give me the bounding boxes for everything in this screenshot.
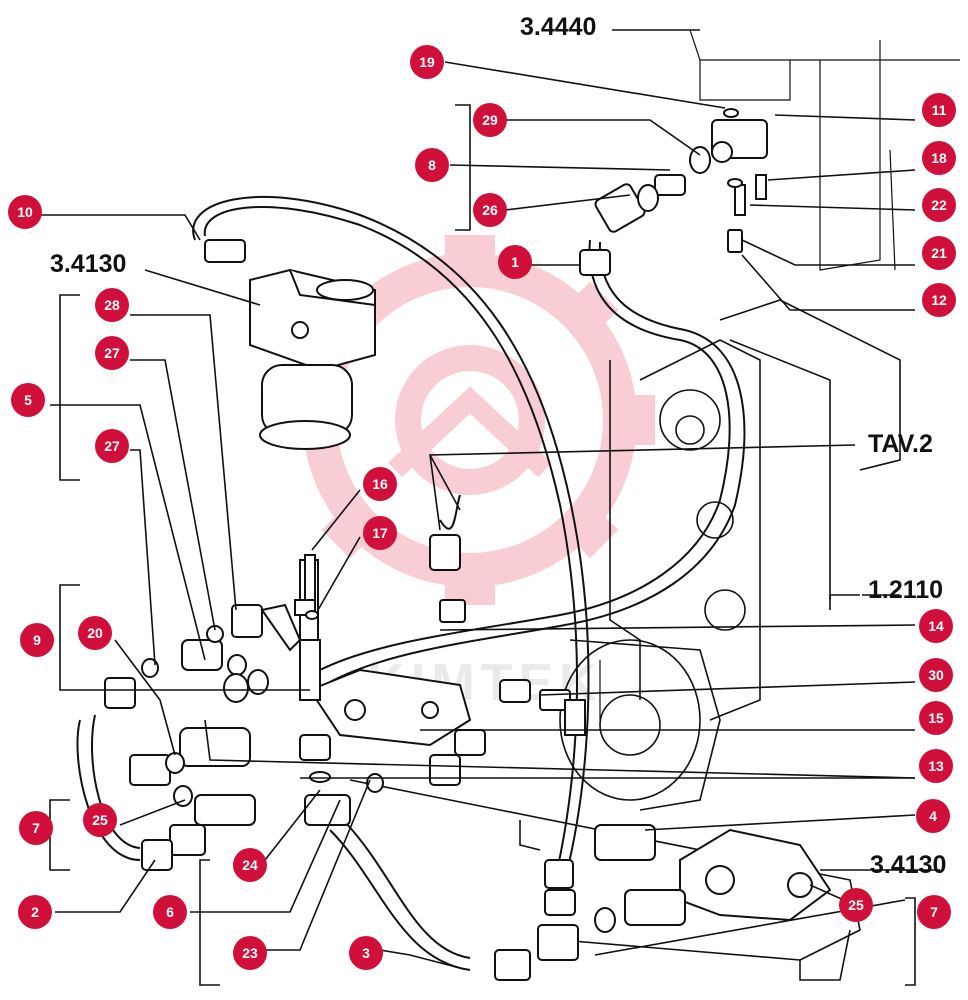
callout-6[interactable]: 6 <box>153 895 187 929</box>
callouts: 19 29 8 26 11 18 22 21 12 1 10 28 27 5 2… <box>8 45 956 970</box>
callout-8-label: 8 <box>428 157 436 173</box>
callout-4[interactable]: 4 <box>916 799 950 833</box>
callout-14-label: 14 <box>928 618 944 634</box>
callout-20[interactable]: 20 <box>78 616 112 650</box>
callout-27-upper[interactable]: 27 <box>95 336 129 370</box>
callout-23-label: 23 <box>242 945 258 961</box>
callout-6-label: 6 <box>166 904 174 920</box>
callout-5[interactable]: 5 <box>11 383 45 417</box>
callout-26-label: 26 <box>482 202 498 218</box>
callout-25-right[interactable]: 25 <box>839 888 873 922</box>
callout-1[interactable]: 1 <box>498 245 532 279</box>
callout-10[interactable]: 10 <box>8 195 42 229</box>
callout-8[interactable]: 8 <box>415 148 449 182</box>
callout-3[interactable]: 3 <box>349 936 383 970</box>
callout-27-lower[interactable]: 27 <box>95 429 129 463</box>
reference-labels: 3.4440 3.4130 TAV.2 1.2110 3.4130 <box>50 13 946 879</box>
callout-2-label: 2 <box>31 904 39 920</box>
callout-21-label: 21 <box>931 245 947 261</box>
callout-25-right-label: 25 <box>848 897 864 913</box>
callout-13[interactable]: 13 <box>919 749 953 783</box>
callout-16-label: 16 <box>372 476 388 492</box>
callout-21[interactable]: 21 <box>922 236 956 270</box>
callout-27-lower-label: 27 <box>104 438 120 454</box>
callout-20-label: 20 <box>87 625 103 641</box>
valve-block-lower <box>624 828 832 926</box>
callout-14[interactable]: 14 <box>919 609 953 643</box>
ref-3-4440: 3.4440 <box>520 13 596 41</box>
callout-13-label: 13 <box>928 758 944 774</box>
callout-18[interactable]: 18 <box>922 141 956 175</box>
callout-1-label: 1 <box>511 254 519 270</box>
callout-17-label: 17 <box>372 525 388 541</box>
callout-11-label: 11 <box>932 102 947 118</box>
callout-3-label: 3 <box>362 945 370 961</box>
filter-assembly <box>249 268 376 450</box>
callout-12[interactable]: 12 <box>922 283 956 317</box>
callout-28-label: 28 <box>104 297 120 313</box>
callout-29[interactable]: 29 <box>473 103 507 137</box>
callout-5-label: 5 <box>24 392 32 408</box>
callout-22-label: 22 <box>931 197 947 213</box>
callout-24[interactable]: 24 <box>233 848 267 882</box>
callout-9-label: 9 <box>33 632 41 648</box>
callout-25-left-label: 25 <box>92 812 108 828</box>
ref-tav-2: TAV.2 <box>868 430 933 458</box>
callout-17[interactable]: 17 <box>363 516 397 550</box>
ref-1-2110: 1.2110 <box>868 576 943 604</box>
ref-3-4130-top: 3.4130 <box>50 250 126 278</box>
ref-3-4130-bottom: 3.4130 <box>870 851 946 879</box>
callout-7-left[interactable]: 7 <box>19 811 53 845</box>
callout-11[interactable]: 11 <box>922 93 956 127</box>
callout-4-label: 4 <box>929 808 937 824</box>
callout-30[interactable]: 30 <box>919 658 953 692</box>
callout-27-upper-label: 27 <box>104 345 120 361</box>
callout-7-right-label: 7 <box>930 904 938 920</box>
callout-9[interactable]: 9 <box>20 623 54 657</box>
callout-12-label: 12 <box>931 292 947 308</box>
callout-15-label: 15 <box>928 710 944 726</box>
callout-24-label: 24 <box>242 857 258 873</box>
callout-25-left[interactable]: 25 <box>83 803 117 837</box>
callout-26[interactable]: 26 <box>473 193 507 227</box>
callout-18-label: 18 <box>931 150 947 166</box>
callout-15[interactable]: 15 <box>919 701 953 735</box>
leader-lines <box>40 29 940 986</box>
callout-29-label: 29 <box>482 112 498 128</box>
callout-19[interactable]: 19 <box>410 45 444 79</box>
callout-23[interactable]: 23 <box>233 936 267 970</box>
callout-7-right[interactable]: 7 <box>917 895 951 929</box>
callout-16[interactable]: 16 <box>363 467 397 501</box>
callout-22[interactable]: 22 <box>922 188 956 222</box>
distribution-block <box>294 559 472 747</box>
callout-7-left-label: 7 <box>32 820 40 836</box>
callout-19-label: 19 <box>419 54 435 70</box>
callout-30-label: 30 <box>928 667 944 683</box>
callout-2[interactable]: 2 <box>18 895 52 929</box>
fittings <box>104 119 768 981</box>
callout-28[interactable]: 28 <box>95 288 129 322</box>
callout-10-label: 10 <box>17 204 33 220</box>
